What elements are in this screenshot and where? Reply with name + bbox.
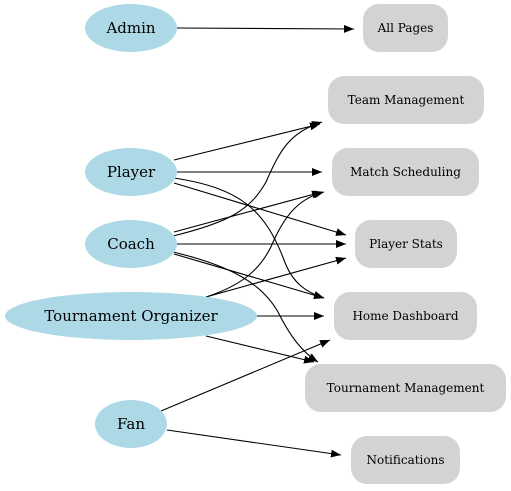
page-shape [305,364,506,412]
page-node-player_stats: Player Stats [355,220,457,268]
role-label: Admin [105,19,155,37]
page-shape [351,436,460,484]
page-node-home_dash: Home Dashboard [334,292,477,340]
role-node-coach: Coach [85,220,177,268]
page-label: Player Stats [369,237,443,251]
edge-coach-to-match_sched [173,190,323,233]
page-node-team_mgmt: Team Management [328,76,484,124]
edge-coach-to-tourn_mgmt [172,251,319,363]
edge-organizer-to-tourn_mgmt [205,335,315,364]
page-label: Tournament Management [327,381,485,395]
role-label: Coach [107,235,155,253]
page-node-notifications: Notifications [351,436,460,484]
page-label: Match Scheduling [350,165,461,179]
page-label: Notifications [366,453,444,467]
page-shape [332,148,479,196]
edge-player-to-home_dash [173,177,325,299]
role-label: Player [107,163,156,181]
role-node-organizer: Tournament Organizer [5,292,257,340]
edge-fan-to-notifications [166,429,342,458]
role-shape [95,400,167,448]
page-label: Home Dashboard [352,309,458,323]
role-node-player: Player [85,148,177,196]
edges-layer [160,24,355,458]
page-shape [328,76,484,124]
role-node-fan: Fan [95,400,167,448]
page-node-all_pages: All Pages [363,4,448,52]
edge-organizer-to-player_stats [205,256,347,298]
page-node-tourn_mgmt: Tournament Management [305,364,506,412]
role-label: Tournament Organizer [44,307,218,325]
role-shape [85,148,177,196]
edge-coach-to-home_dash [173,253,325,300]
role-shape [85,4,177,52]
edge-player-to-team_mgmt [173,122,321,161]
edge-fan-to-home_dash [160,339,331,412]
edge-admin-to-all_pages [176,24,355,33]
edge-organizer-to-match_sched [205,190,325,298]
page-shape [355,220,457,268]
page-shape [334,292,477,340]
role-shape [85,220,177,268]
page-node-match_sched: Match Scheduling [332,148,479,196]
role-shape [5,292,257,340]
edge-coach-to-team_mgmt [172,121,323,237]
role-node-admin: Admin [85,4,177,52]
page-shape [363,4,448,52]
role-label: Fan [117,415,145,433]
page-label: All Pages [377,21,434,35]
page-label: Team Management [348,93,465,107]
